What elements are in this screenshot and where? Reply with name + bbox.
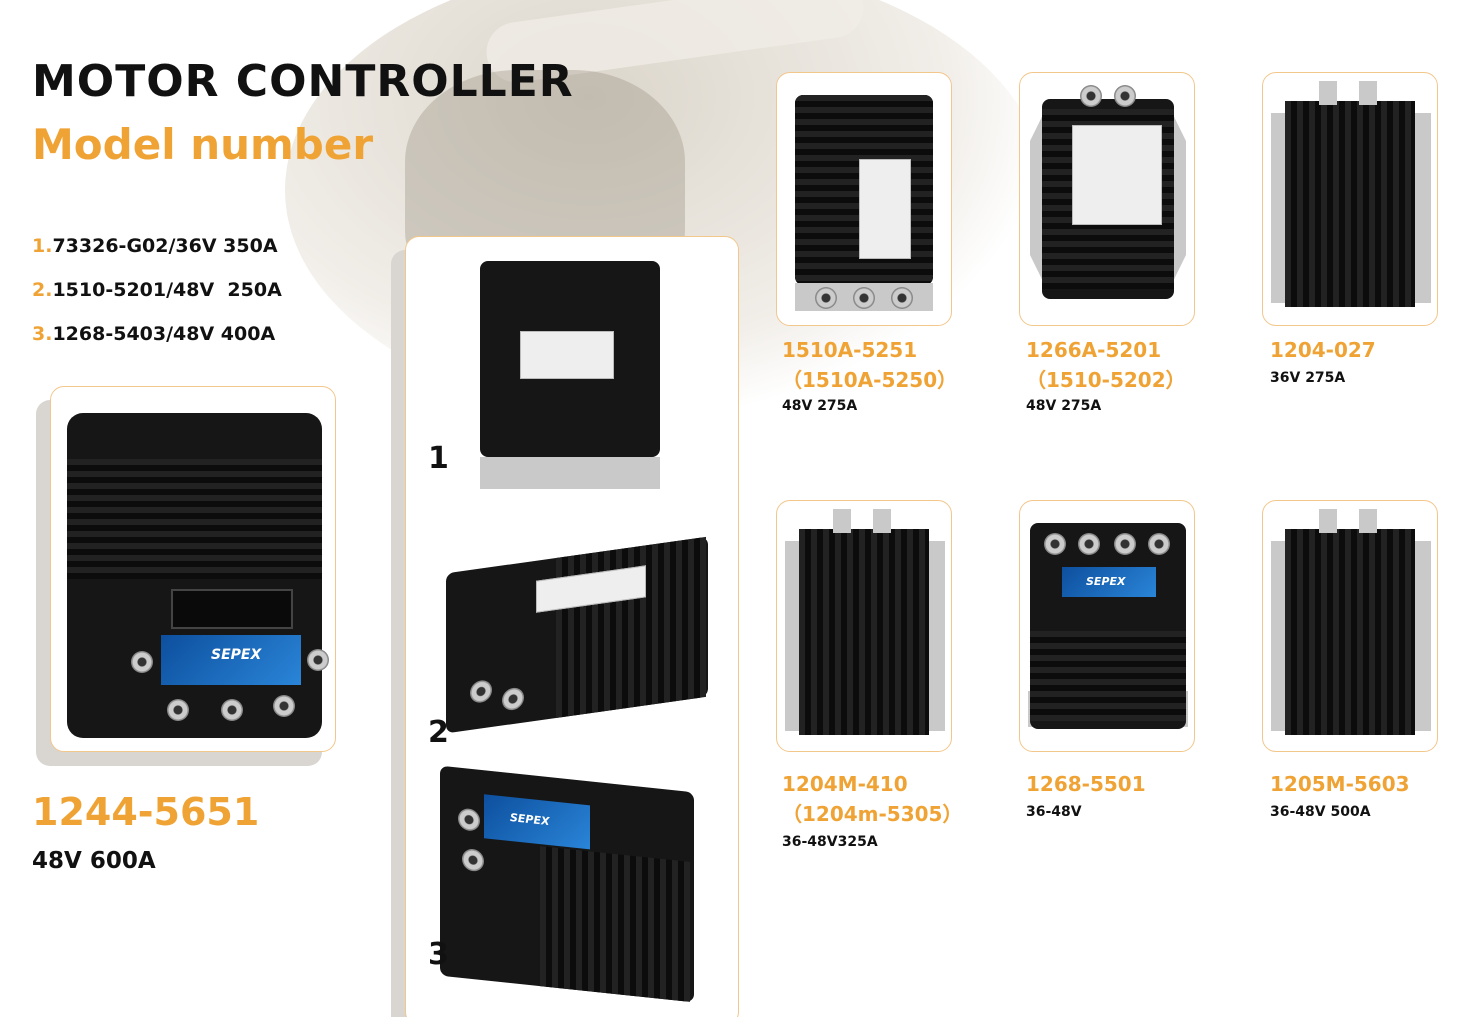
terminal	[307, 649, 329, 671]
model-list: 1.73326-G02/36V 350A 2.1510-5201/48V 250…	[32, 232, 282, 364]
product-card-1204m-410[interactable]	[776, 500, 952, 752]
product-alt-model: （1510A-5250）	[782, 368, 958, 392]
page-subtitle: Model number	[32, 120, 374, 169]
terminal	[470, 678, 492, 705]
terminal	[1044, 533, 1066, 555]
product-spec: 36-48V325A	[782, 834, 878, 850]
product-alt-model: （1204m-5305）	[782, 802, 963, 826]
product-card-1266a-5201[interactable]	[1019, 72, 1195, 326]
product-card-1268-5501[interactable]: SEPEX	[1019, 500, 1195, 752]
product-card-1510a-5251[interactable]	[776, 72, 952, 326]
item-number-3: 3	[428, 937, 449, 972]
terminal	[167, 699, 189, 721]
product-model: 1204-027	[1270, 338, 1376, 362]
terminal	[1078, 533, 1100, 555]
featured-model-number: 1244-5651	[32, 790, 260, 834]
terminal	[1114, 85, 1136, 107]
terminal-tab	[1319, 509, 1337, 533]
mounting-plate	[480, 457, 660, 489]
product-alt-model: （1510-5202）	[1026, 368, 1186, 392]
terminal	[1114, 533, 1136, 555]
controller-3-image[interactable]: SEPEX	[440, 765, 694, 1003]
terminal-tab	[1359, 81, 1377, 105]
controller-image	[795, 95, 933, 285]
numbered-products-card: 1 2 SEPEX 3	[405, 236, 739, 1017]
controller-1-image[interactable]	[480, 261, 660, 489]
controller-image: SEPEX	[1030, 523, 1186, 729]
controller-image	[1042, 99, 1174, 299]
product-model: 1510A-5251	[782, 338, 918, 362]
product-label-sticker	[859, 159, 911, 259]
product-spec: 36-48V 500A	[1270, 804, 1371, 820]
list-item: 3.1268-5403/48V 400A	[32, 323, 276, 345]
connector-block	[171, 589, 293, 629]
terminal	[853, 287, 875, 309]
terminal	[1080, 85, 1102, 107]
featured-controller-image: SEPEX	[67, 413, 329, 738]
terminal	[1148, 533, 1170, 555]
product-spec: 36V 275A	[1270, 370, 1346, 386]
terminal	[131, 651, 153, 673]
product-model: 1205M-5603	[1270, 772, 1410, 796]
terminal	[815, 287, 837, 309]
terminal-tab	[873, 509, 891, 533]
product-model: 1204M-410	[782, 772, 908, 796]
terminal	[502, 686, 524, 712]
terminal	[891, 287, 913, 309]
terminal	[273, 695, 295, 717]
controller-image	[1285, 529, 1415, 735]
sepex-badge: SEPEX	[484, 794, 590, 850]
terminal-tab	[833, 509, 851, 533]
list-item: 2.1510-5201/48V 250A	[32, 279, 282, 301]
product-model: 1268-5501	[1026, 772, 1146, 796]
item-number-1: 1	[428, 441, 449, 476]
product-card-1204-027[interactable]	[1262, 72, 1438, 326]
product-card-1205m-5603[interactable]	[1262, 500, 1438, 752]
product-model: 1266A-5201	[1026, 338, 1162, 362]
product-label-sticker	[520, 331, 614, 379]
product-spec: 48V 275A	[782, 398, 858, 414]
featured-spec: 48V 600A	[32, 848, 156, 874]
product-label-sticker	[1072, 125, 1162, 225]
terminal	[221, 699, 243, 721]
product-spec: 48V 275A	[1026, 398, 1102, 414]
controller-image	[799, 529, 929, 735]
sepex-badge: SEPEX	[161, 635, 301, 685]
page-title: MOTOR CONTROLLER	[32, 56, 574, 107]
controller-image	[1285, 101, 1415, 307]
sepex-badge: SEPEX	[1062, 567, 1156, 597]
terminal-tab	[1359, 509, 1377, 533]
featured-product-card[interactable]: SEPEX	[50, 386, 336, 752]
terminal	[462, 847, 484, 873]
list-item: 1.73326-G02/36V 350A	[32, 235, 278, 257]
terminal-tab	[1319, 81, 1337, 105]
item-number-2: 2	[428, 715, 449, 750]
controller-2-image[interactable]	[446, 536, 708, 734]
product-spec: 36-48V	[1026, 804, 1082, 820]
terminal	[458, 807, 480, 832]
